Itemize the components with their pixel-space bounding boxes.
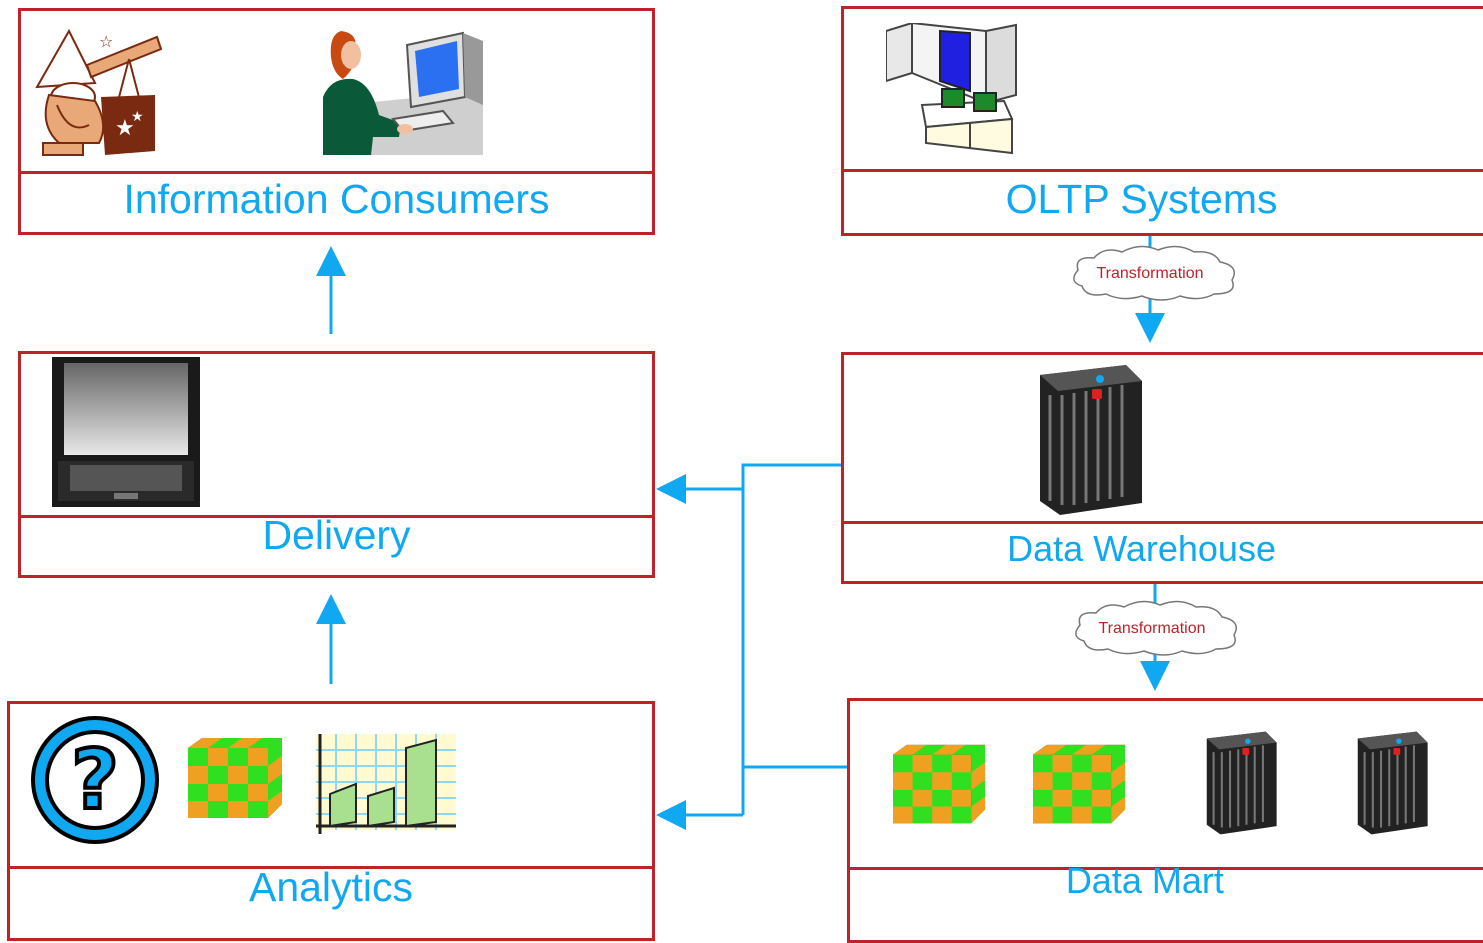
delivery-label: Delivery bbox=[262, 512, 411, 558]
oltp-systems-label: OLTP Systems bbox=[1005, 176, 1278, 222]
data-warehouse-label: Data Warehouse bbox=[1007, 528, 1276, 569]
information-consumers-label: Information Consumers bbox=[123, 176, 550, 222]
olap-cube-icon bbox=[893, 744, 987, 833]
delivery-box: Delivery bbox=[18, 351, 655, 578]
analytics-divider bbox=[10, 866, 652, 869]
analytics-label: Analytics bbox=[248, 864, 414, 910]
transformation-cloud-top: Transformation bbox=[1073, 245, 1235, 301]
server-tower-icon bbox=[1355, 731, 1429, 840]
oltp-divider bbox=[844, 169, 1483, 172]
warehouse-divider bbox=[844, 521, 1483, 524]
mainframe-terminal-icon bbox=[885, 21, 1018, 162]
olap-cube-icon bbox=[188, 738, 284, 827]
datamart-divider bbox=[850, 867, 1483, 870]
information-consumers-box: ☆ ★ ★ Information Consumers bbox=[18, 8, 655, 235]
consumers-divider bbox=[21, 171, 652, 174]
svg-text:☆: ☆ bbox=[99, 32, 113, 51]
transformation-label-bottom: Transformation bbox=[1099, 620, 1206, 637]
transformation-label-top: Transformation bbox=[1097, 265, 1204, 282]
svg-text:★: ★ bbox=[131, 109, 144, 125]
transformation-cloud-bottom: Transformation bbox=[1075, 600, 1237, 656]
oltp-systems-box: OLTP Systems bbox=[841, 6, 1483, 236]
person-at-computer-icon bbox=[323, 27, 483, 160]
data-mart-label: Data Mart bbox=[1065, 860, 1224, 901]
question-mark-icon: ? bbox=[29, 714, 161, 851]
money-chart-icon bbox=[316, 734, 456, 841]
olap-cube-icon bbox=[1033, 744, 1127, 833]
data-mart-box: Data Mart bbox=[847, 698, 1483, 943]
svg-text:?: ? bbox=[71, 733, 119, 828]
laptop-icon bbox=[52, 357, 200, 512]
delivery-divider bbox=[21, 515, 652, 518]
wizard-telescope-icon: ☆ ★ ★ bbox=[29, 25, 164, 165]
connector-warehouse bbox=[741, 463, 841, 815]
server-tower-icon bbox=[1204, 731, 1278, 840]
server-tower-icon bbox=[1036, 365, 1144, 520]
svg-text:★: ★ bbox=[115, 116, 135, 141]
data-warehouse-box: Data Warehouse bbox=[841, 352, 1483, 584]
